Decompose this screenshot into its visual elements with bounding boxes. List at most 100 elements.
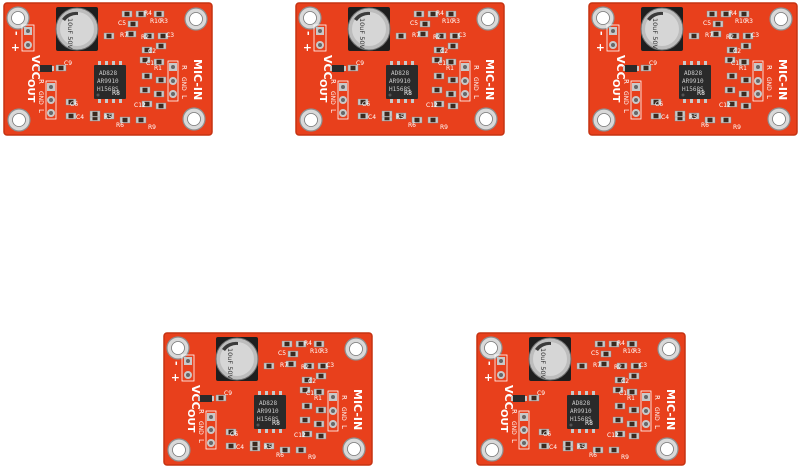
mounting-hole-bottom-right — [182, 107, 206, 131]
chip-line-1: AD828 — [684, 70, 702, 77]
vcc-label: VCC — [321, 55, 334, 80]
component-ref-label: C6 — [230, 431, 238, 438]
smd-component — [614, 376, 626, 384]
smd-component — [65, 98, 77, 106]
component-ref-label: C5 — [410, 20, 418, 27]
smd-component — [279, 446, 291, 454]
out-r-label: R — [197, 409, 205, 414]
mic-r-label: R — [472, 65, 480, 70]
smd-component — [740, 102, 752, 110]
component-ref-label: R4 — [304, 340, 312, 347]
smd-component — [295, 340, 307, 348]
chip-line-3: H1568S — [257, 416, 279, 423]
power-plus-label: + — [482, 373, 495, 382]
output-header — [205, 410, 217, 450]
chip-line-2: AR9910 — [389, 78, 411, 85]
chip-line-3: H1568S — [389, 86, 411, 93]
power-header — [494, 354, 508, 382]
smd-component — [135, 116, 147, 124]
smd-component — [433, 72, 445, 80]
smd-component — [511, 395, 527, 402]
mic-in-label: MIC-IN — [191, 59, 204, 100]
component-ref-label: C12 — [607, 432, 619, 439]
component-ref-label: R8 — [585, 420, 593, 427]
smd-component — [608, 340, 620, 348]
chip-line-1: AD828 — [259, 400, 277, 407]
power-header — [181, 354, 195, 382]
smd-component — [712, 20, 724, 28]
smd-component — [330, 65, 346, 72]
out-gnd-label: GND — [329, 91, 336, 105]
smd-component — [726, 46, 738, 54]
amplifier-chip: AD828 AR9910 H1568S — [567, 391, 599, 433]
smd-component — [153, 58, 165, 66]
smd-component — [594, 340, 606, 348]
power-minus-label: - — [302, 31, 315, 36]
component-ref-label: R1 — [627, 395, 635, 402]
mic-l-label: L — [765, 95, 773, 99]
smd-component — [628, 372, 640, 380]
smd-component — [139, 86, 151, 94]
smd-component — [225, 442, 237, 450]
output-header — [518, 410, 530, 450]
smd-component — [738, 10, 750, 18]
smd-component — [562, 440, 574, 448]
capacitor-value-label: 10uF 50V — [539, 348, 547, 379]
smd-component — [630, 362, 642, 370]
smd-component — [313, 340, 325, 348]
mic-r-label: R — [180, 65, 188, 70]
smd-component — [614, 430, 626, 438]
smd-component — [417, 30, 429, 38]
smd-component — [313, 420, 325, 428]
smd-component — [433, 100, 445, 108]
component-ref-label: C9 — [649, 60, 657, 67]
smd-component — [435, 32, 447, 40]
component-ref-label: R4 — [617, 340, 625, 347]
mounting-hole-bottom-left — [7, 108, 31, 132]
component-ref-label: C2 — [148, 48, 156, 55]
mic-gnd-label: GND — [765, 77, 772, 91]
smd-component — [198, 395, 214, 402]
component-ref-label: R9 — [148, 124, 156, 131]
output-header — [630, 80, 642, 120]
component-ref-label: R9 — [308, 454, 316, 461]
mounting-hole-top-right — [769, 7, 793, 31]
smd-component — [357, 112, 369, 120]
component-ref-label: C3 — [458, 32, 466, 39]
component-ref-label: R6 — [408, 122, 416, 129]
component-ref-label: R5 — [264, 444, 272, 451]
smd-component — [738, 90, 750, 98]
component-ref-label: R10 — [442, 18, 454, 25]
mic-in-label: MIC-IN — [483, 59, 496, 100]
amplifier-board-4: - + VCC OUT R GND L R GND L MIC-IN — [163, 332, 373, 466]
component-ref-label: R3 — [452, 18, 460, 25]
smd-component — [427, 10, 439, 18]
mounting-hole-top-left — [298, 6, 322, 30]
component-ref-label: R1 — [314, 395, 322, 402]
power-header — [21, 24, 35, 52]
smd-component — [598, 360, 610, 368]
component-ref-label: C6 — [362, 101, 370, 108]
smd-component — [65, 112, 77, 120]
power-plus-label: + — [594, 43, 607, 52]
smd-component — [740, 76, 752, 84]
component-ref-label: R3 — [320, 348, 328, 355]
component-ref-label: C6 — [655, 101, 663, 108]
smd-component — [728, 32, 740, 40]
component-ref-label: C9 — [356, 60, 364, 67]
component-ref-label: C9 — [64, 60, 72, 67]
smd-component — [55, 64, 67, 72]
smd-component — [357, 98, 369, 106]
power-plus-label: + — [9, 43, 22, 52]
power-plus-label: + — [301, 43, 314, 52]
component-ref-label: C12 — [719, 102, 731, 109]
component-ref-label: C4 — [236, 444, 244, 451]
mounting-hole-top-left — [479, 336, 503, 360]
smd-component — [576, 442, 588, 450]
smd-component — [127, 20, 139, 28]
component-ref-label: R3 — [745, 18, 753, 25]
component-ref-label: R4 — [729, 10, 737, 17]
component-ref-label: C12 — [426, 102, 438, 109]
component-ref-label: C1 — [146, 60, 154, 67]
vcc-label: VCC — [614, 55, 627, 80]
